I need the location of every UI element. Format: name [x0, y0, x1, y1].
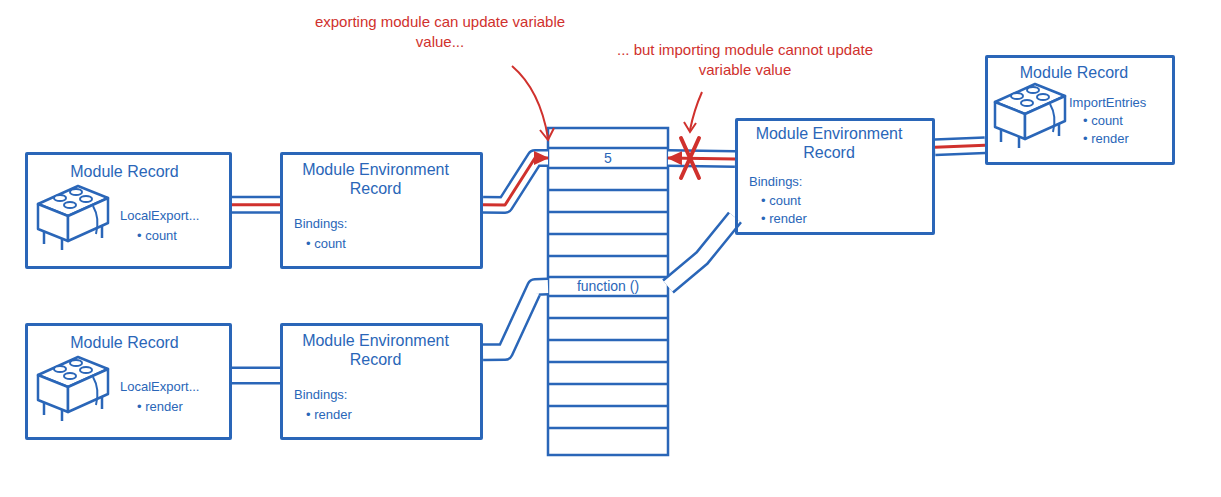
binding-connector	[232, 204, 280, 205]
environment-record: Module Environment RecordBindings: • rend…	[280, 323, 483, 440]
field-item: • count	[761, 193, 801, 209]
binding-connector	[483, 158, 548, 205]
memory-column	[548, 128, 668, 455]
record-title: Module Environment Record	[743, 124, 915, 162]
binding-connector	[668, 138, 735, 178]
record-title: Module Record	[985, 63, 1163, 82]
field-item: • render	[1083, 131, 1129, 147]
record-title: Module Record	[25, 333, 224, 352]
lego-brick	[38, 357, 108, 421]
record-title: Module Environment Record	[290, 160, 461, 198]
binding-connector	[668, 217, 735, 286]
field-name: Bindings:	[294, 216, 347, 232]
environment-record: Module Environment RecordBindings: • coun…	[735, 118, 935, 235]
field-item: • count	[306, 236, 346, 252]
field-item: • render	[306, 407, 352, 423]
module-record: Module RecordLocalExport... • count	[25, 152, 232, 269]
binding-connector	[935, 145, 985, 147]
binding-connector	[483, 287, 548, 353]
callout-note: exporting module can update variable val…	[300, 12, 580, 51]
record-title: Module Record	[25, 162, 224, 181]
record-title: Module Environment Record	[290, 331, 461, 369]
cell-value: function ()	[549, 278, 667, 295]
field-item: • count	[137, 228, 177, 244]
memory-cell: 5	[549, 149, 667, 167]
field-name: Bindings:	[294, 387, 347, 403]
field-item: • render	[761, 211, 807, 227]
module-record: Module RecordLocalExport... • render	[25, 323, 232, 440]
field-name: LocalExport...	[120, 208, 200, 224]
memory-cell: function ()	[549, 278, 667, 295]
field-name: LocalExport...	[120, 379, 200, 395]
binding-connector	[232, 375, 280, 376]
callout-note: ... but importing module cannot update v…	[600, 40, 890, 79]
environment-record: Module Environment RecordBindings: • coun…	[280, 152, 483, 269]
field-item: • render	[137, 399, 183, 415]
callout-pointer	[512, 66, 702, 140]
field-name: Bindings:	[749, 174, 802, 190]
lego-brick	[995, 84, 1065, 148]
cell-value: 5	[549, 150, 667, 167]
lego-brick	[38, 186, 108, 250]
field-name: ImportEntries	[1069, 95, 1146, 111]
module-record: Module RecordImportEntries • count • rende…	[985, 55, 1175, 165]
field-item: • count	[1083, 113, 1123, 129]
